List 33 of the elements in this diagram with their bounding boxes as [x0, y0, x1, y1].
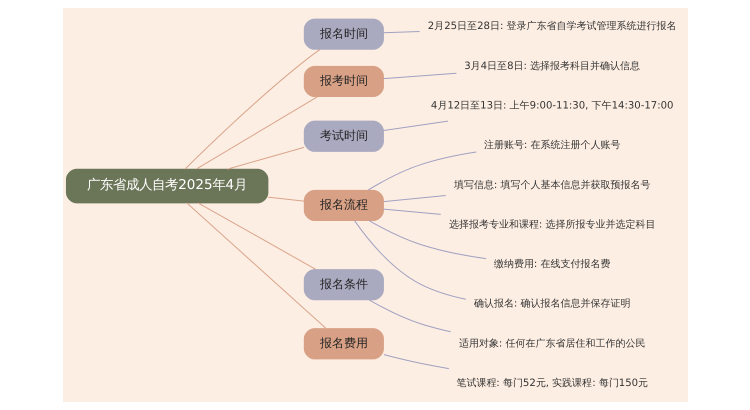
connector	[383, 354, 448, 370]
connector	[184, 48, 320, 170]
connector	[383, 30, 420, 34]
node-box: 广东省成人自考2025年4月	[65, 168, 268, 204]
node-text: 填写信息: 填写个人基本信息并获取预报名号	[453, 180, 650, 191]
connector	[367, 152, 476, 190]
connector	[196, 96, 318, 170]
connector	[354, 220, 466, 300]
node-text: 注册账号: 在系统注册个人账号	[483, 140, 620, 152]
connector	[383, 72, 456, 80]
node-box: 报名时间	[303, 18, 384, 50]
connector	[368, 300, 450, 332]
connector	[368, 220, 486, 260]
connector	[383, 120, 448, 132]
connector	[226, 146, 304, 170]
node-box: 考试时间	[303, 120, 384, 152]
node-box: 报名流程	[303, 190, 384, 222]
connector	[186, 202, 326, 329]
node-text: 4月12日至13日: 上午9:00-11:30, 下午14:30-17:00	[430, 100, 674, 112]
node-box: 报名费用	[303, 328, 384, 360]
connector	[383, 208, 440, 215]
connector	[197, 202, 316, 270]
connector	[267, 196, 304, 202]
node-text: 2月25日至28日: 登录广东省自学考试管理系统进行报名	[427, 21, 676, 32]
node-box: 报名条件	[303, 269, 384, 300]
node-text: 适用对象: 任何在广东省居住和工作的公民	[458, 338, 646, 350]
node-text: 确认报名: 确认报名信息并保存证明	[473, 298, 630, 310]
node-text: 缴纳费用: 在线支付报名费	[493, 259, 610, 270]
node-box: 报考时间	[303, 66, 384, 98]
node-text: 3月4日至8日: 选择报考科目并确认信息	[464, 60, 640, 72]
node-text: 选择报考专业和课程: 选择所报专业并选定科目	[448, 219, 656, 230]
node-text: 笔试课程: 每门52元, 实践课程: 每门150元	[456, 378, 648, 390]
connector	[383, 195, 446, 202]
